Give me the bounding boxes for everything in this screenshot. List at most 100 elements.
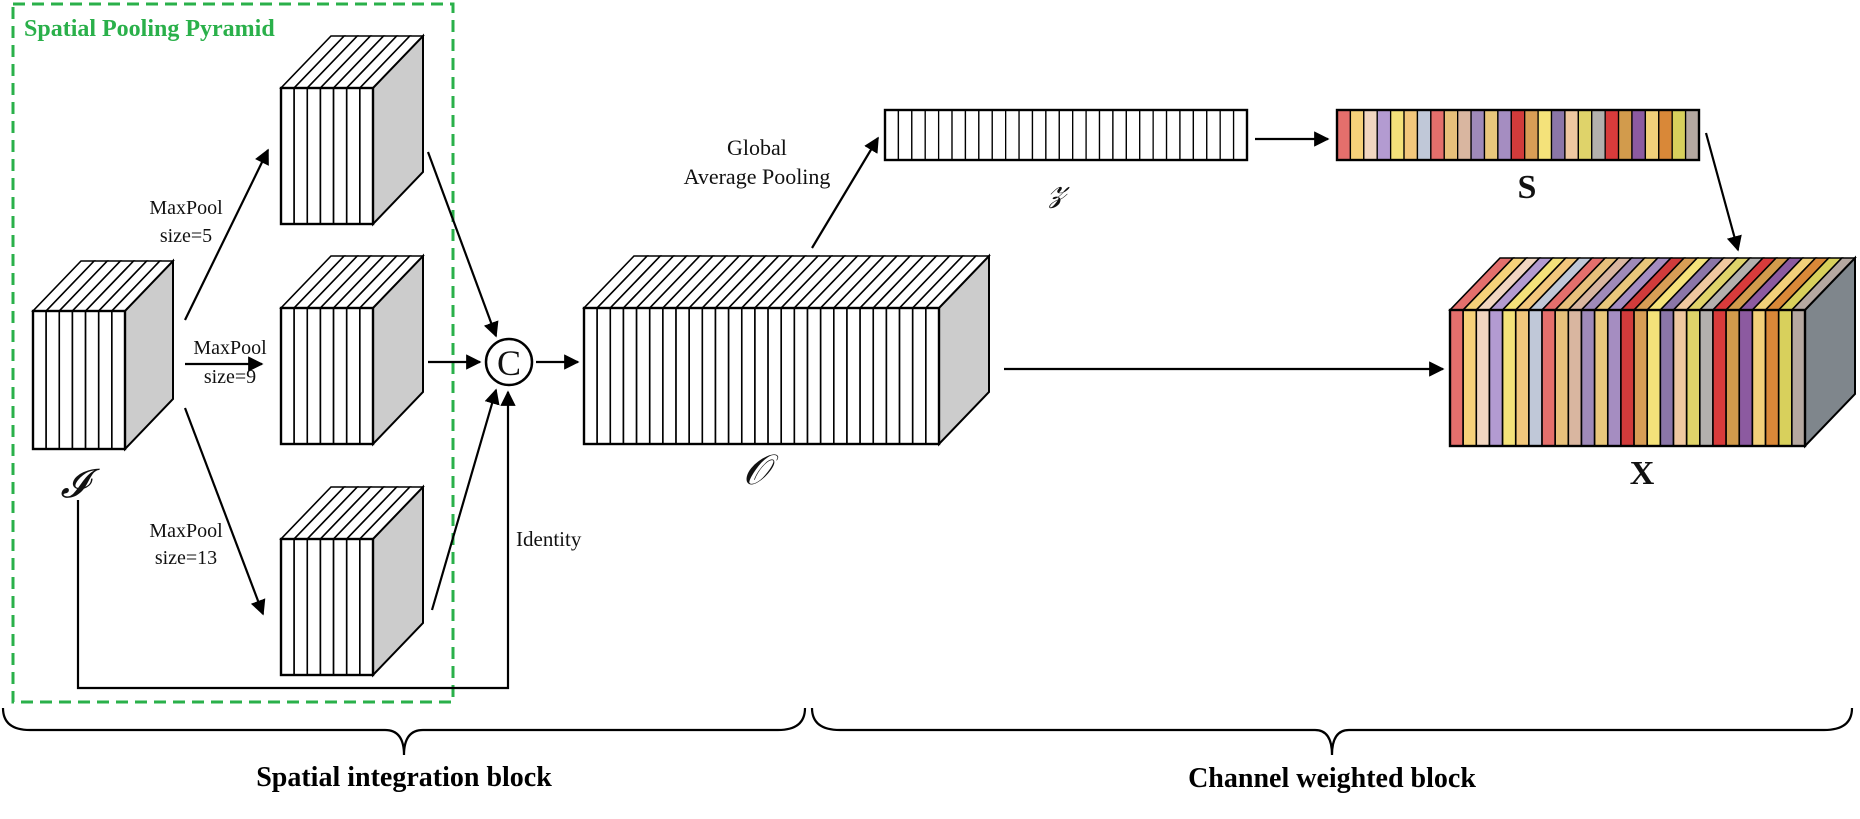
vector-cell — [1537, 109, 1553, 161]
cube-front-slat — [1659, 309, 1675, 447]
arrow-output-to-gap — [811, 136, 879, 249]
cube-front-slat — [740, 307, 756, 445]
spatial-block-brace — [1, 707, 807, 756]
vector-cell — [897, 109, 913, 161]
cube-front-slat — [727, 307, 743, 445]
arrow-pool13-to-concat — [430, 388, 500, 611]
cube-front-slat — [1501, 309, 1517, 447]
vector-cell — [1631, 109, 1647, 161]
vector-cell — [1510, 109, 1526, 161]
arrow-s-to-x — [1704, 132, 1742, 252]
cube-front-slat — [319, 307, 335, 445]
maxpool13-label-line1: MaxPool — [149, 520, 223, 542]
cube-front-slat — [1488, 309, 1504, 447]
cube-front-slat — [1475, 309, 1491, 447]
vector-cell — [1483, 109, 1499, 161]
vector-outline — [1335, 108, 1701, 162]
cube-front-slat — [111, 310, 126, 450]
vector-cell — [1524, 109, 1539, 161]
vector-cell — [1577, 109, 1593, 161]
output-feature-cube — [582, 253, 991, 447]
weighted-output-cube — [1448, 255, 1857, 449]
vector-cell — [1363, 109, 1378, 161]
maxpool5-cube — [279, 33, 425, 227]
cube-front-slat — [332, 87, 348, 225]
cube-front-slat — [1449, 309, 1464, 447]
vector-cell — [964, 109, 980, 161]
cube-front-slat — [622, 307, 638, 445]
pyramid-title: Spatial Pooling Pyramid — [24, 16, 275, 42]
channel-block-brace — [810, 707, 1854, 756]
z-symbol: 𝓏 — [1048, 165, 1070, 209]
cube-front-slat — [701, 307, 717, 445]
concat-circle — [484, 337, 534, 387]
vector-cell — [1658, 109, 1673, 161]
vector-cell — [1403, 109, 1419, 161]
vector-cell — [1219, 109, 1235, 161]
cube-front-slat — [345, 307, 361, 445]
vector-cell — [924, 109, 940, 161]
cube-front-slat — [306, 307, 322, 445]
cube-front-slat — [280, 87, 295, 225]
vector-cell — [884, 109, 900, 161]
cube-front-slat — [635, 307, 651, 445]
concat-symbol: C — [497, 343, 521, 383]
spatial-block-title: Spatial integration block — [256, 762, 552, 793]
cube-front-slat — [1567, 309, 1583, 447]
cube-front-slat — [714, 307, 730, 445]
cube-front-slat — [1672, 309, 1688, 447]
cube-front-slat — [32, 310, 47, 450]
maxpool5-label-line2: size=5 — [160, 225, 212, 247]
cube-front-slat — [780, 307, 796, 445]
cube-front-slat — [319, 87, 335, 225]
cube-front-slat — [596, 307, 612, 445]
cube-front-slat — [1764, 309, 1780, 447]
vector-cell — [937, 109, 953, 161]
identity-path — [76, 390, 516, 690]
vector-cell — [1165, 109, 1181, 161]
vector-cell — [1125, 109, 1141, 161]
vector-cell — [1152, 109, 1168, 161]
pyramid-dashed-frame — [11, 2, 455, 704]
maxpool9-label-line1: MaxPool — [193, 337, 267, 359]
cube-front-slat — [806, 307, 822, 445]
cube-front-slat — [767, 307, 783, 445]
cube-front-slat — [84, 310, 100, 450]
vector-cell — [1031, 109, 1047, 161]
cube-front-slat — [1462, 309, 1478, 447]
vector-cell — [1644, 109, 1660, 161]
cube-front-slat — [583, 307, 598, 445]
cube-front-slat — [1633, 309, 1649, 447]
cube-front-slat — [911, 307, 927, 445]
vector-cell — [951, 109, 967, 161]
cube-front-slat — [45, 310, 61, 450]
cube-front-slat — [1514, 309, 1530, 447]
cube-front-slat — [293, 307, 309, 445]
cube-front-slat — [846, 307, 861, 445]
vector-cell — [1604, 109, 1620, 161]
cube-front-slat — [648, 307, 664, 445]
input-symbol: 𝓘 — [60, 461, 100, 507]
cube-front-slat — [97, 310, 113, 450]
cube-front-slat — [754, 307, 769, 445]
cube-front-slat — [1751, 309, 1767, 447]
cube-front-outline — [279, 86, 375, 226]
cube-front-slat — [332, 538, 348, 676]
cube-front-slat — [688, 307, 704, 445]
vector-cell — [1389, 109, 1405, 161]
vector-cell — [1072, 109, 1087, 161]
cube-front-slat — [1541, 309, 1556, 447]
cube-front-slat — [1699, 309, 1714, 447]
vector-cell — [1416, 109, 1432, 161]
cube-front-slat — [345, 87, 361, 225]
cube-front-slat — [359, 538, 374, 676]
cube-front-outline — [1448, 308, 1807, 448]
cube-front-slat — [925, 307, 940, 445]
vector-cell — [1045, 109, 1060, 161]
arrow-pool5-to-concat — [426, 151, 499, 338]
cube-front-slat — [359, 87, 374, 225]
z-vector — [883, 108, 1249, 162]
vector-cell — [1005, 109, 1020, 161]
cube-front-slat — [319, 538, 335, 676]
